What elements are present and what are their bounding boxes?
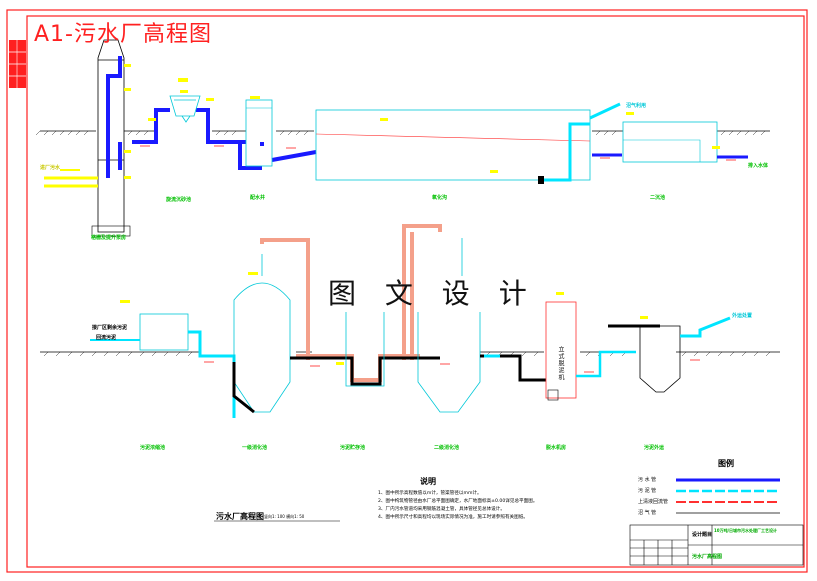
elevation-tag <box>124 176 131 179</box>
title-block <box>629 524 804 566</box>
unit-label-dewatering: 脱水机房 <box>546 445 567 451</box>
outlet-label: 排入水体 <box>748 163 769 169</box>
inner-border <box>26 15 805 568</box>
clarifier-weir <box>623 139 701 162</box>
unit-label-secondary-clarifier: 二沉池 <box>650 195 666 201</box>
sludge-out-pipe <box>680 316 731 338</box>
elevation-tag <box>626 112 634 115</box>
elevation-tag <box>250 96 260 99</box>
primary-digester <box>233 254 291 413</box>
elevation-tag <box>248 272 258 275</box>
distribution-well <box>245 99 273 167</box>
title-block-drawing-name: 污水厂高程图 <box>692 554 723 560</box>
gas-label: 沼气利用 <box>626 103 647 109</box>
elevation-tag <box>124 150 131 153</box>
elevation-tag <box>336 362 344 365</box>
oxidation-ditch <box>315 109 591 181</box>
inlet-label: 进厂污水 <box>40 165 61 171</box>
unit-label-grit-chamber: 旋流沉砂池 <box>166 197 192 203</box>
elevation-tag <box>380 118 388 121</box>
unit-label-pump-house: 格栅及提升泵房 <box>91 235 127 241</box>
unit-label-sludge-export: 污泥外运 <box>644 445 665 451</box>
sludge-storage-tank <box>345 312 385 387</box>
sludge-inlet-label-1: 接厂区剩余污泥 <box>92 325 128 331</box>
elevation-tag <box>178 78 188 82</box>
digester-sludge-line <box>232 362 255 414</box>
elevation-tag <box>148 118 156 121</box>
secondary-clarifier <box>622 121 718 163</box>
sewage-pipe <box>106 56 317 178</box>
grit-chamber <box>169 95 201 123</box>
dewatering-machine-label: 立式脱泥机 <box>557 346 564 381</box>
sludge-inlet-label-2: 回流污泥 <box>96 335 117 341</box>
digested-sludge-pipe <box>290 356 440 386</box>
ditch-water-line <box>315 133 591 142</box>
sewage-pipe <box>592 153 748 159</box>
note-item: 1、图中所示高程数值以m计，管渠管径以mm计。 <box>378 491 482 496</box>
dewatering-house <box>545 301 577 399</box>
note-item: 3、厂内污水管道均采用钢筋混凝土管，具体管径见总体设计。 <box>378 507 505 512</box>
drawing-title: 污水厂高程图 <box>216 512 264 521</box>
outer-border <box>6 9 808 573</box>
legend-item-gas: 沼 气 管 <box>638 510 657 516</box>
elevation-tag <box>712 146 720 149</box>
pump-base <box>91 225 131 237</box>
sludge-pump <box>538 176 544 184</box>
supernatant-pipe <box>296 354 420 382</box>
unit-label-oxidation-ditch: 氧化沟 <box>432 195 448 201</box>
title-block-design-label: 设计题目 <box>692 532 713 538</box>
watermark: 图 文 设 计 <box>328 277 537 310</box>
supernatant-pipe <box>260 224 442 360</box>
legend-lines <box>676 478 780 514</box>
note-item: 2、图中构筑物管径由水厂总平面图确定，水厂地面标高±0.00详见总平面图。 <box>378 499 538 504</box>
dewatering-machine <box>547 389 559 401</box>
drawing-scale: 竖向1: 100 横向1: 50 <box>264 514 305 519</box>
title-block-design-value: 10万吨/日城市污水处理厂工艺设计 <box>714 528 778 533</box>
sludge-out-label: 外运处置 <box>732 313 753 319</box>
ground-hatch-top <box>35 130 766 136</box>
sludge-export-tank <box>639 325 681 393</box>
notes-list: 1、图中所示高程数值以m计，管渠管径以mm计。 2、图中构筑物管径由水厂总平面图… <box>378 490 538 522</box>
unit-label-storage-tank: 污泥贮存池 <box>340 445 366 451</box>
return-sludge-pipe <box>538 102 621 182</box>
unit-label-secondary-digester: 二级消化池 <box>434 445 460 451</box>
sheet-title: A1-污水厂高程图 <box>34 22 212 47</box>
legend-item-return: 上清液回流管 <box>638 499 669 505</box>
elevation-tag <box>124 64 131 67</box>
note-item: 4、图中所示尺寸和高程均以现场实际情况为准，施工时请参照有关图纸。 <box>378 515 528 520</box>
sludge-pipe <box>188 330 236 418</box>
notes-heading: 说明 <box>420 477 436 486</box>
legend-item-sewage: 污 水 管 <box>638 477 657 483</box>
secondary-digester <box>417 238 481 413</box>
to-dewatering-pipe <box>480 354 546 382</box>
unit-label-distribution-well: 配水井 <box>250 195 266 201</box>
legend-item-sludge: 污 泥 管 <box>638 488 657 494</box>
elevation-tag <box>180 90 188 93</box>
elevation-tag <box>120 300 130 303</box>
flow-arrows-bottom <box>204 359 700 373</box>
sludge-thickener <box>139 313 189 351</box>
inlet-channel <box>44 176 98 188</box>
flow-arrows-top <box>140 145 736 161</box>
elevation-tag <box>206 98 214 101</box>
unit-label-thickener: 污泥浓缩池 <box>140 445 166 451</box>
ground-hatch-bottom <box>43 351 771 357</box>
unit-label-primary-digester: 一级消化池 <box>242 445 268 451</box>
elevation-tag <box>556 292 564 295</box>
legend-heading: 图例 <box>718 459 734 468</box>
sludge-pipe <box>576 350 636 378</box>
elevation-tag <box>640 316 648 319</box>
elevation-tag <box>490 170 498 173</box>
elevation-tag <box>124 88 131 91</box>
